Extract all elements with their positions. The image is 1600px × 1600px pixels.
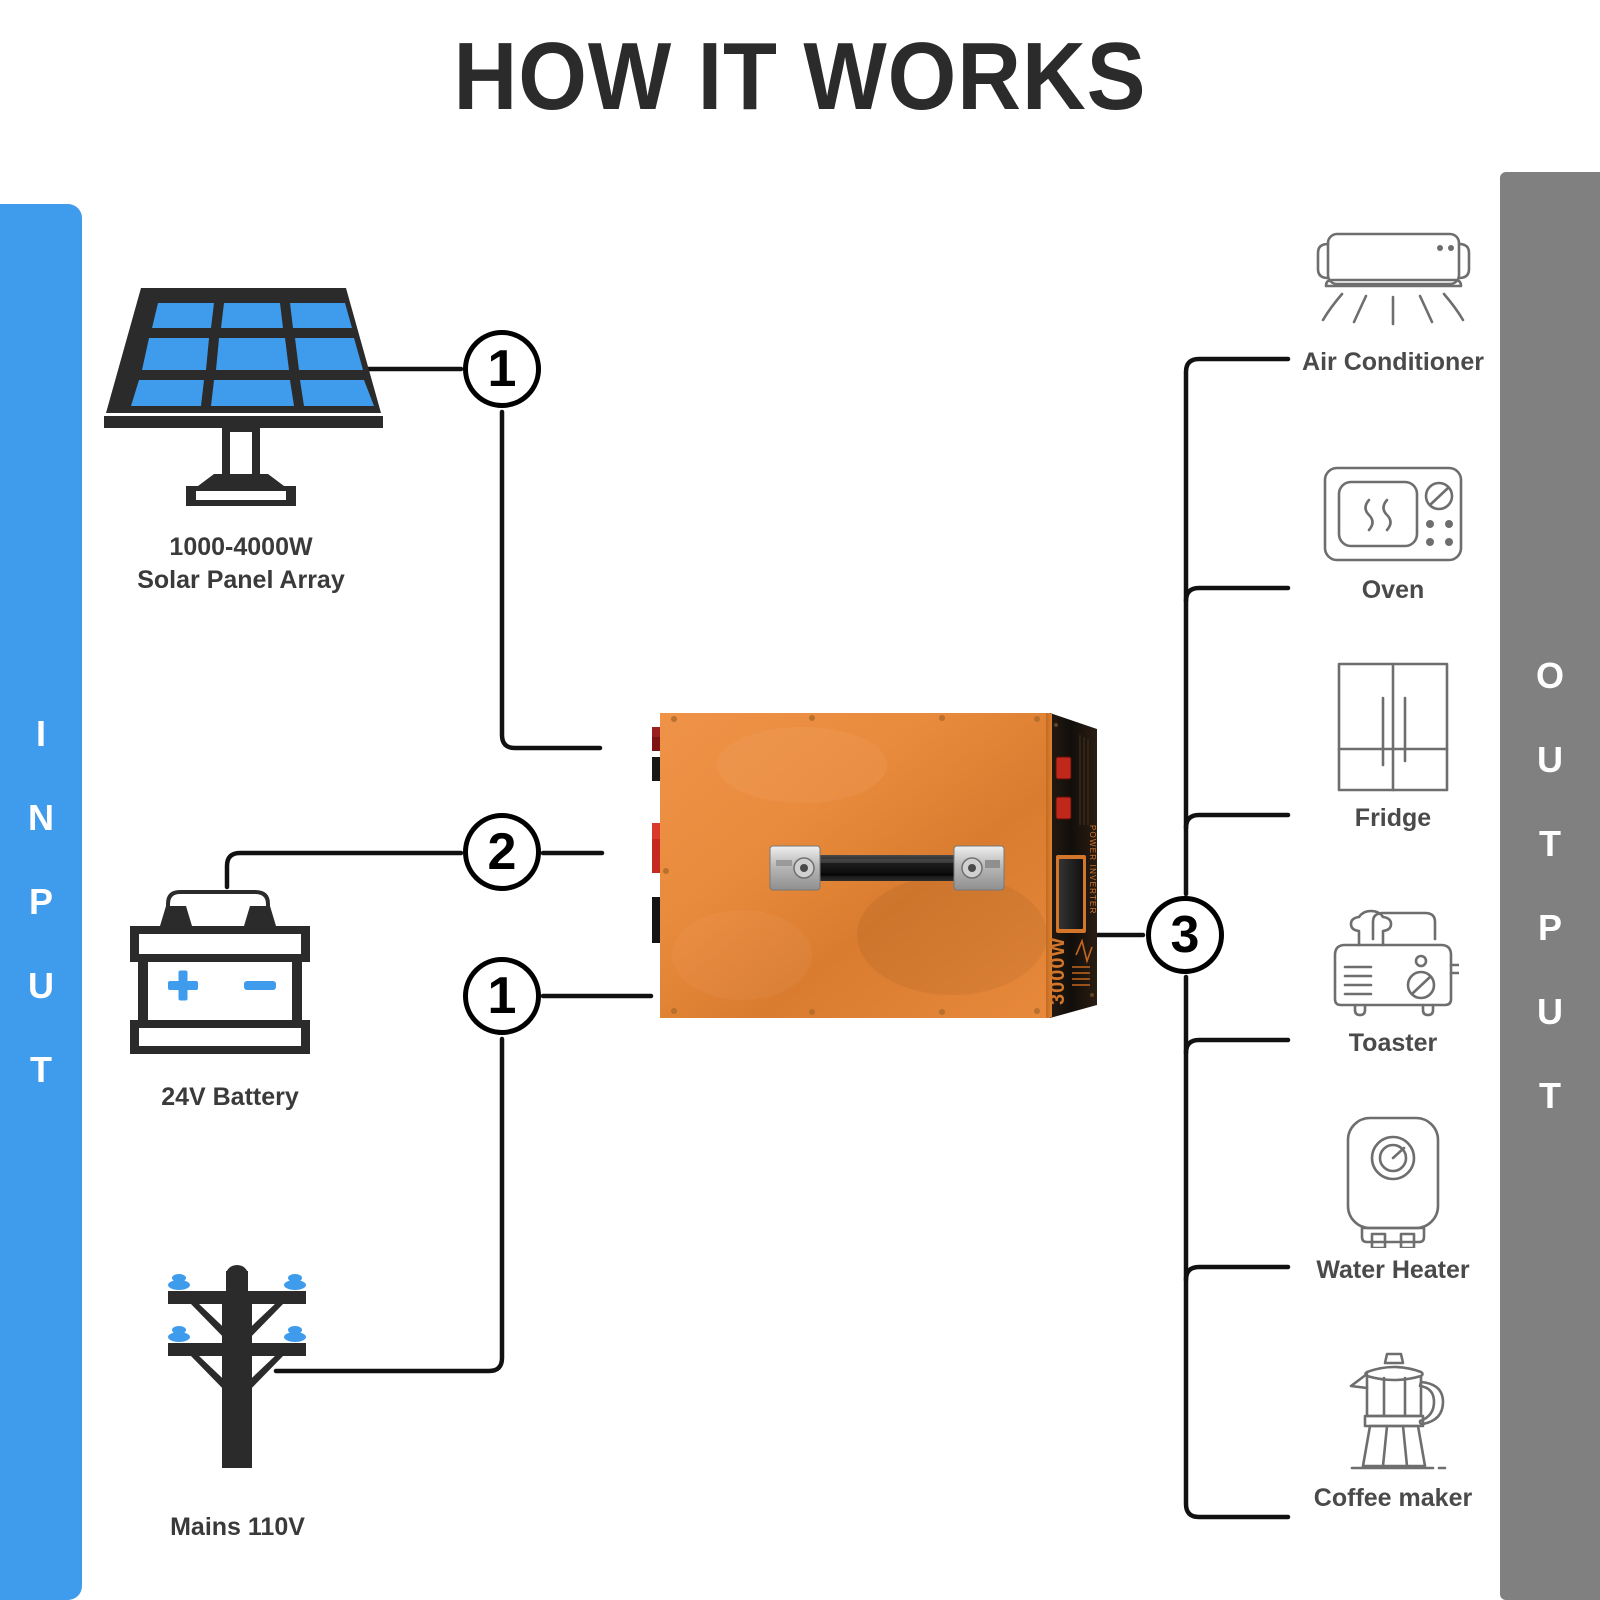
output-node-air-conditioner: Air Conditioner <box>1268 222 1518 377</box>
battery-label: 24V Battery <box>161 1083 299 1111</box>
toaster-icon <box>1333 909 1459 1017</box>
output-rail-char: P <box>1537 907 1562 948</box>
step-badge-2-battery: 2 <box>463 813 541 891</box>
step-badge-1-mains: 1 <box>463 957 541 1035</box>
output-node-water-heater: Water Heater <box>1268 1116 1518 1285</box>
air-conditioner-icon-wrap <box>1268 222 1518 340</box>
input-node-battery: 24V Battery <box>120 860 340 1114</box>
output-node-fridge: Fridge <box>1268 662 1518 833</box>
wire-badge-to-inverter-pv <box>499 409 603 751</box>
coffee-maker-icon-wrap <box>1268 1352 1518 1476</box>
power-inverter[interactable]: POWER INVERTER 3000W <box>652 705 1097 1025</box>
solar-panel-icon <box>104 288 383 506</box>
input-rail-char: T <box>30 1049 52 1090</box>
air-conditioner-label: Air Conditioner <box>1302 348 1484 376</box>
fridge-icon-wrap <box>1268 662 1518 796</box>
output-rail-char: T <box>1539 823 1561 864</box>
page-title: HOW IT WORKS <box>453 23 1147 130</box>
svg-text:POWER INVERTER: POWER INVERTER <box>1088 825 1097 915</box>
water-heater-label: Water Heater <box>1316 1256 1470 1284</box>
output-rail-char: T <box>1539 1075 1561 1116</box>
utility-pole-icon <box>168 1265 306 1468</box>
coffee-maker-label: Coffee maker <box>1313 1484 1473 1512</box>
water-heater-icon-wrap <box>1268 1116 1518 1248</box>
inverter-panel-controls: POWER INVERTER 3000W <box>1047 723 1097 1005</box>
output-rail-char: U <box>1537 991 1563 1032</box>
mains-label: Mains 110V <box>170 1513 305 1541</box>
input-rail: I N P U T <box>0 204 82 1600</box>
inverter-power-rating: 3000W <box>1047 937 1069 1005</box>
input-rail-char: N <box>28 797 54 838</box>
air-conditioner-icon <box>1316 232 1470 326</box>
refrigerator-icon <box>1337 662 1449 792</box>
toaster-icon-wrap <box>1268 903 1518 1021</box>
input-rail-char: I <box>35 713 46 754</box>
output-node-coffee-maker: Coffee maker <box>1268 1352 1518 1513</box>
microwave-oven-icon <box>1323 466 1463 562</box>
moka-pot-icon <box>1349 1352 1447 1470</box>
output-node-oven: Oven <box>1268 450 1518 605</box>
output-rail: O U T P U T <box>1500 172 1600 1600</box>
input-rail-char: P <box>28 881 53 922</box>
fridge-label: Fridge <box>1354 804 1432 832</box>
output-rail-char: U <box>1537 739 1563 780</box>
water-heater-icon <box>1346 1116 1440 1248</box>
input-rail-char: U <box>28 965 54 1006</box>
solar-panel-label: 1000-4000W Solar Panel Array <box>137 533 345 594</box>
input-node-solar-panel-array: 1000-4000W Solar Panel Array <box>96 278 386 596</box>
inverter-carry-handle <box>769 845 1005 891</box>
toaster-label: Toaster <box>1348 1029 1438 1057</box>
output-node-toaster: Toaster <box>1268 903 1518 1058</box>
input-node-mains: Mains 110V <box>150 1245 325 1544</box>
oven-icon-wrap <box>1268 450 1518 568</box>
oven-label: Oven <box>1361 576 1425 604</box>
step-badge-1-solar: 1 <box>463 330 541 408</box>
car-battery-icon <box>130 890 310 1054</box>
output-rail-char: O <box>1535 655 1564 696</box>
step-badge-3-output: 3 <box>1146 896 1224 974</box>
